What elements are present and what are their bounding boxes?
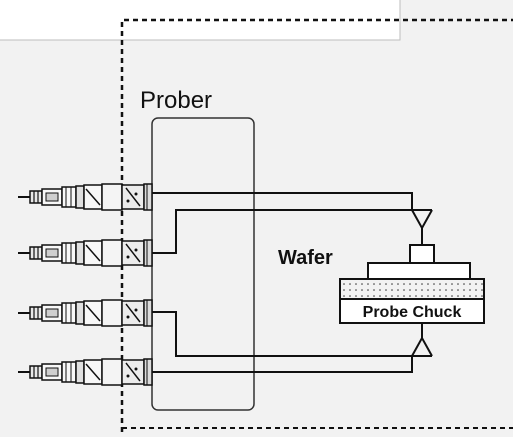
wiring xyxy=(152,192,433,373)
chuck-top-layer xyxy=(339,278,485,300)
connector-2 xyxy=(17,239,153,267)
probe-chuck xyxy=(339,298,485,324)
connector-3 xyxy=(17,299,153,327)
prober-label: Prober xyxy=(140,87,212,114)
wire-3 xyxy=(152,311,432,357)
probe-needle-bottom xyxy=(411,335,433,357)
connector-1 xyxy=(17,183,153,211)
probe-needle-top xyxy=(411,209,433,231)
connector-4 xyxy=(17,358,153,386)
wire-4 xyxy=(152,356,413,373)
wafer-label: Wafer xyxy=(278,247,333,269)
wafer xyxy=(367,262,471,280)
probe-chuck-label: Probe Chuck xyxy=(363,304,462,321)
wire-1 xyxy=(152,192,413,210)
wire-2 xyxy=(152,209,432,254)
dashed-enclosure xyxy=(120,18,513,432)
device-pad xyxy=(409,244,435,264)
prober-box xyxy=(151,117,255,411)
